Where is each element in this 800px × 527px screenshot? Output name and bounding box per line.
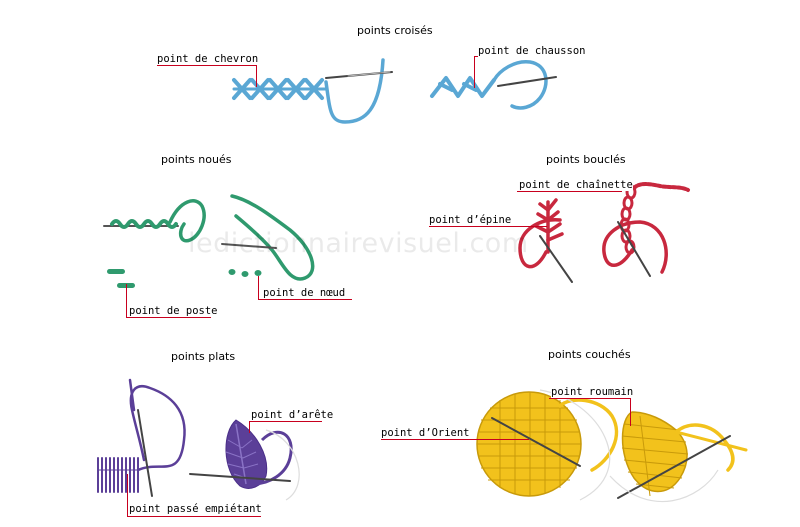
feather-stitch-illustration — [518, 198, 564, 269]
chain-stitch-illustration — [602, 182, 690, 274]
herringbone-stitch-illustration — [430, 60, 548, 110]
section-title-cross: points croisés — [357, 24, 433, 37]
label-arete: point d’arête — [251, 409, 334, 421]
chevron-stitch-illustration — [232, 58, 385, 124]
needle-arete — [189, 429, 300, 501]
needle-chausson — [497, 76, 557, 87]
label-poste: point de poste — [129, 305, 218, 317]
watermark: ledictionnairevisuel.com — [188, 228, 529, 259]
leader-roumain-drop — [630, 398, 631, 426]
romanian-stitch-illustration — [621, 411, 748, 497]
leader-poste — [126, 317, 211, 318]
leader-passe-drop — [127, 474, 128, 516]
label-noeud: point de nœud — [263, 287, 346, 299]
oriental-couching-illustration — [476, 391, 619, 497]
needle-chevron — [325, 71, 393, 79]
knot-stitch-illustration — [221, 194, 315, 281]
leader-chevron-drop — [256, 65, 257, 87]
leader-chausson-drop — [474, 56, 475, 88]
stem-stitch-illustration — [103, 199, 206, 243]
label-chainette: point de chaînette — [519, 179, 633, 191]
needle-chainette — [617, 221, 651, 277]
label-roumain: point roumain — [551, 386, 634, 398]
label-chevron: point de chevron — [157, 53, 259, 65]
leader-chainette — [517, 191, 622, 192]
leader-orient — [381, 439, 529, 440]
needle-epine — [539, 235, 573, 283]
leader-chevron — [157, 65, 257, 66]
label-chausson: point de chausson — [478, 45, 586, 57]
satin-stitch-illustration — [97, 378, 186, 493]
section-title-looped: points bouclés — [546, 153, 626, 166]
label-epine: point d’épine — [429, 214, 512, 226]
leader-noeud — [258, 299, 352, 300]
needle-passe — [137, 409, 153, 497]
fishbone-stitch-illustration — [225, 419, 293, 489]
knot-dots — [228, 269, 262, 277]
section-title-knotted: points noués — [161, 153, 232, 166]
label-passe: point passé empiétant — [129, 503, 262, 515]
leader-noeud-drop — [258, 276, 259, 299]
needle-roumain — [609, 435, 731, 503]
section-title-flat: points plats — [171, 350, 236, 363]
bullion-knots — [107, 269, 135, 288]
leader-poste-drop — [126, 284, 127, 317]
leader-epine — [429, 226, 547, 227]
leader-passe — [127, 516, 261, 517]
leader-arete — [249, 421, 322, 422]
leader-roumain — [549, 398, 631, 399]
label-orient: point d’Orient — [381, 427, 470, 439]
leader-arete-drop — [249, 421, 250, 433]
section-title-couching: points couchés — [548, 348, 631, 361]
